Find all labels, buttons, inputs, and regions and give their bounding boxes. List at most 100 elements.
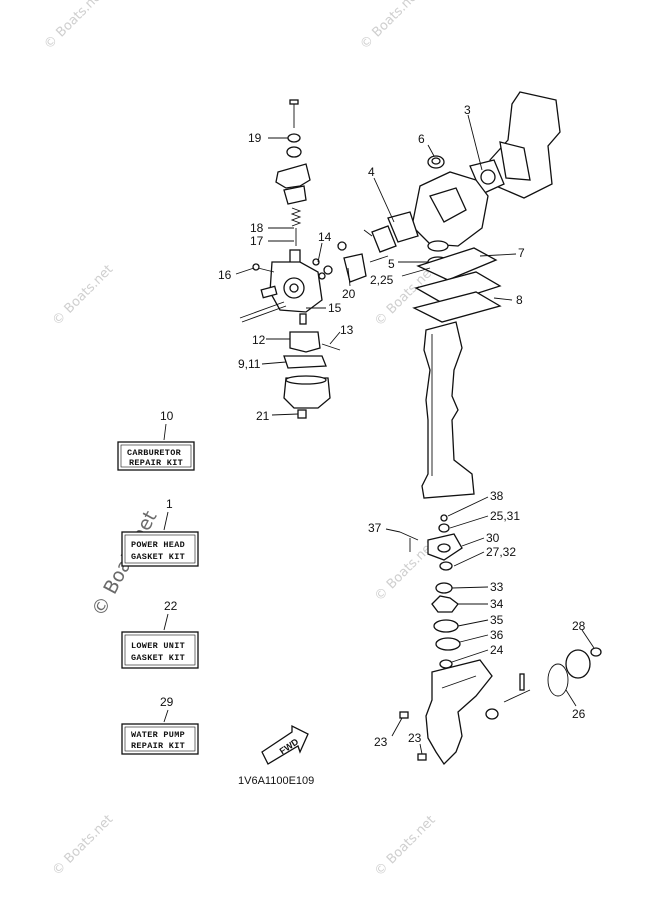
shaft-seal (485, 708, 499, 720)
gasket-4 (387, 211, 419, 243)
kit-number: 1 (166, 497, 173, 511)
callout-20: 20 (342, 287, 356, 301)
callout-21: 21 (256, 409, 270, 423)
plate-36 (435, 637, 461, 651)
gearcase (425, 659, 493, 766)
arrow-icon (261, 724, 309, 765)
callout-13: 13 (340, 323, 354, 337)
lower-unit (399, 647, 602, 766)
seal (337, 241, 347, 251)
kit-box (121, 531, 199, 567)
plate-7 (416, 247, 498, 281)
kit-box-inner (124, 534, 196, 564)
drain-screw-21 (297, 409, 307, 419)
seal-27-32 (439, 561, 453, 571)
gasket-3-hole (480, 169, 496, 185)
kit-line1: POWER HEAD (131, 540, 185, 550)
kit-box (117, 441, 195, 471)
watermark: © Boats.net (50, 812, 117, 879)
kit-number: 29 (160, 695, 174, 709)
spring-18 (290, 207, 302, 227)
kit-carburetor: 10 CARBURETOR REPAIR KIT (117, 409, 195, 471)
carburetor-assembly (239, 99, 397, 419)
nut-19 (286, 146, 302, 158)
callout-19: 19 (248, 131, 262, 145)
callout-17: 17 (250, 234, 264, 248)
watermark: © Boats.net (50, 262, 117, 329)
callout-34: 34 (490, 597, 504, 611)
drain-screw-23a (399, 711, 409, 719)
callout-25-31: 25,31 (490, 509, 520, 523)
ring (323, 265, 333, 275)
kit-box-inner (124, 634, 196, 666)
watermark: © Boats.net (41, 0, 108, 53)
callout-35: 35 (490, 613, 504, 627)
cap (565, 649, 591, 679)
kit-line1: CARBURETOR (127, 448, 182, 458)
screw-16 (257, 267, 275, 273)
float-needle-13 (321, 343, 341, 351)
callout-9-11: 9,11 (238, 357, 261, 371)
watermark: © Boats.net (372, 813, 439, 880)
callout-14: 14 (318, 230, 332, 244)
kit-number: 10 (160, 409, 174, 423)
callout-4: 4 (368, 165, 375, 179)
kit-box-inner (120, 444, 192, 468)
kit-line2: GASKET KIT (131, 653, 185, 663)
callout-12: 12 (252, 333, 266, 347)
callout-27-32: 27,32 (486, 545, 516, 559)
kit-water-pump: 29 WATER PUMP REPAIR KIT (121, 695, 199, 755)
drain-screw-23b (417, 753, 427, 761)
callout-3: 3 (464, 103, 471, 117)
bolt (363, 229, 373, 237)
intake-20 (343, 253, 367, 283)
watermark: © Boats.net (357, 0, 424, 53)
kit-power-head: 1 POWER HEAD GASKET KIT (121, 497, 199, 567)
callout-23a: 23 (374, 735, 388, 749)
callout-5: 5 (388, 257, 395, 271)
carb-bore-inner (289, 283, 299, 293)
seal-small (318, 272, 326, 280)
callout-36: 36 (490, 628, 504, 642)
callout-7: 7 (518, 246, 525, 260)
callout-18: 18 (250, 221, 264, 235)
grommet-38 (440, 514, 448, 522)
bolt-head (289, 99, 299, 105)
shaft-pin (519, 673, 525, 691)
callout-15: 15 (328, 301, 342, 315)
lever (260, 285, 278, 299)
oil-seal-5 (427, 240, 449, 252)
leader-lines (235, 114, 595, 755)
callout-2-25: 2,25 (370, 273, 394, 287)
gasket-8b (412, 291, 502, 323)
diagram-code: 1V6A1100E109 (238, 775, 314, 787)
crankcase-fin (429, 187, 467, 223)
carb-cap-body (283, 185, 307, 205)
o-ring-26 (547, 663, 569, 697)
liner-35 (433, 619, 459, 633)
impeller-34 (431, 595, 459, 613)
kit-line1: WATER PUMP (131, 730, 185, 740)
seal-6-inner (431, 157, 441, 165)
water-pump-assembly (399, 514, 463, 669)
prop-shaft (503, 689, 531, 703)
kit-box-inner (124, 726, 196, 752)
kit-number: 22 (164, 599, 178, 613)
kit-line2: REPAIR KIT (131, 741, 185, 751)
callout-38: 38 (490, 489, 504, 503)
callout-30: 30 (486, 531, 500, 545)
washer-33 (435, 582, 453, 594)
callout-33: 33 (490, 580, 504, 594)
callout-26: 26 (572, 707, 586, 721)
choke-rod (239, 301, 285, 319)
washer-14 (312, 258, 320, 266)
kit-box (121, 723, 199, 755)
kit-lower-unit: 22 LOWER UNIT GASKET KIT (121, 599, 199, 669)
float-12 (289, 331, 321, 353)
callout-28: 28 (572, 619, 586, 633)
drive-shaft-housing (421, 321, 475, 499)
callout-6: 6 (418, 132, 425, 146)
float-bowl-rim (285, 375, 327, 385)
callout-23b: 23 (408, 731, 422, 745)
choke-rod (241, 305, 287, 323)
